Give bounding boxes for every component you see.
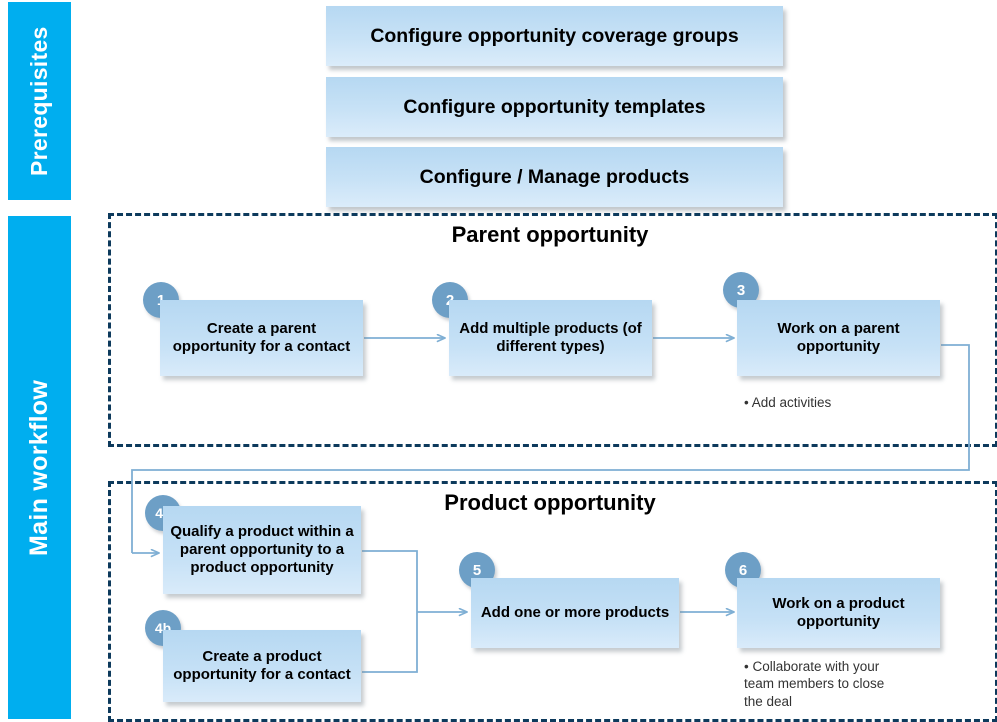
step-box-add-one-or-more-products[interactable]: Add one or more products (471, 578, 679, 648)
step-box-create-parent-opportunity[interactable]: Create a parent opportunity for a contac… (160, 300, 363, 376)
prerequisite-box-products[interactable]: Configure / Manage products (326, 147, 783, 207)
step-box-work-on-parent-opportunity[interactable]: Work on a parent opportunity (737, 300, 940, 376)
prerequisite-box-coverage-groups[interactable]: Configure opportunity coverage groups (326, 6, 783, 66)
step-box-qualify-product[interactable]: Qualify a product within a parent opport… (163, 506, 361, 594)
section-bar-main-workflow: Main workflow (8, 216, 71, 719)
group-title-parent-opportunity: Parent opportunity (451, 222, 649, 247)
step-box-work-on-product-opportunity[interactable]: Work on a product opportunity (737, 578, 940, 648)
note-add-activities: • Add activities (744, 395, 832, 410)
step-box-add-multiple-products[interactable]: Add multiple products (of different type… (449, 300, 652, 376)
step-box-create-product-opportunity[interactable]: Create a product opportunity for a conta… (163, 630, 361, 702)
note-collaborate-with-team: • Collaborate with your team members to … (744, 659, 885, 709)
section-bar-prerequisites: Prerequisites (8, 2, 71, 200)
prerequisite-box-templates[interactable]: Configure opportunity templates (326, 77, 783, 137)
